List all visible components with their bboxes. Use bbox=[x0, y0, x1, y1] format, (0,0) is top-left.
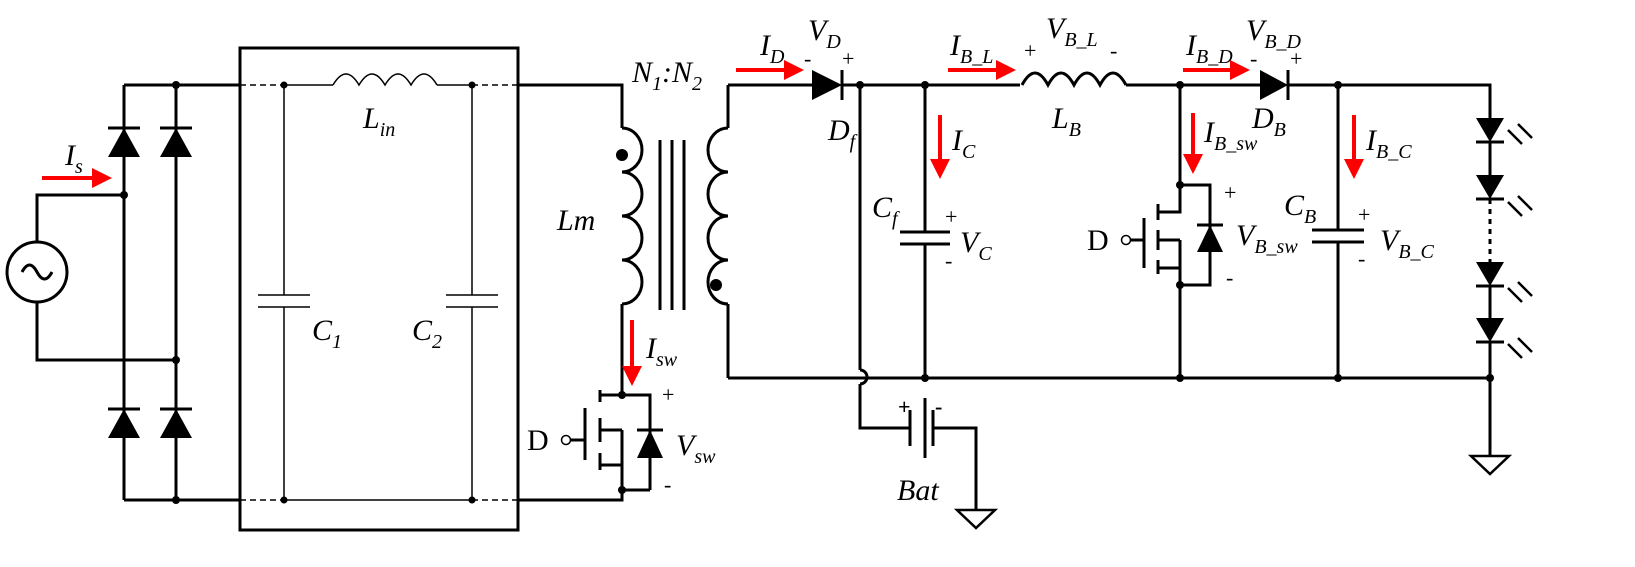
label-CB: CB bbox=[1284, 189, 1316, 228]
label-D-primary: D bbox=[527, 424, 549, 457]
label-C2: C2 bbox=[412, 314, 442, 353]
capacitor-icon bbox=[446, 294, 498, 308]
mosfet-icon bbox=[560, 390, 663, 494]
label-IBL: IB_L bbox=[949, 29, 993, 68]
label-C1: C1 bbox=[312, 314, 342, 353]
diode-icon bbox=[108, 126, 140, 157]
sign-Bat-plus: + bbox=[898, 394, 911, 419]
label-Vsw: Vsw bbox=[676, 429, 716, 468]
sign-VC-plus: + bbox=[945, 204, 957, 229]
diode-icon bbox=[160, 407, 192, 438]
label-Is: Is bbox=[64, 139, 83, 178]
emi-filter-box bbox=[238, 46, 520, 532]
diode-icon bbox=[812, 70, 844, 100]
inductor-icon bbox=[332, 73, 438, 87]
ground-icon bbox=[1467, 454, 1513, 476]
label-VC: VC bbox=[960, 226, 992, 265]
sign-Vsw-plus: + bbox=[662, 382, 674, 407]
label-Lm: Lm bbox=[556, 204, 595, 237]
label-Cf: Cf bbox=[872, 191, 900, 230]
led-string bbox=[1476, 118, 1533, 456]
led-icon bbox=[1476, 262, 1533, 303]
sign-VD-minus: - bbox=[804, 46, 811, 71]
label-Bat: Bat bbox=[897, 474, 939, 507]
label-IBC: IB_C bbox=[1365, 124, 1412, 163]
capacitor-icon bbox=[258, 294, 310, 308]
label-ID: ID bbox=[759, 29, 785, 68]
label-LB: LB bbox=[1051, 102, 1081, 141]
label-IBD: IB_D bbox=[1185, 29, 1233, 68]
sign-VBC-minus: - bbox=[1358, 246, 1365, 271]
ground-icon bbox=[953, 508, 999, 530]
sign-VBL-plus: + bbox=[1024, 38, 1036, 63]
label-VBD: VB_D bbox=[1246, 14, 1302, 53]
label-VBsw: VB_sw bbox=[1236, 219, 1298, 258]
label-Lin: Lin bbox=[362, 102, 395, 141]
sign-VBsw-plus: + bbox=[1224, 180, 1236, 205]
sign-VC-minus: - bbox=[945, 248, 952, 273]
label-IBsw: IB_sw bbox=[1203, 116, 1258, 155]
sign-VD-plus: + bbox=[842, 46, 854, 71]
battery-icon bbox=[908, 398, 935, 458]
led-icon bbox=[1476, 175, 1533, 217]
sign-VBD-plus: + bbox=[1290, 46, 1302, 71]
label-DB: DB bbox=[1251, 102, 1286, 141]
sign-Bat-minus: - bbox=[935, 394, 942, 419]
label-VBC: VB_C bbox=[1380, 224, 1435, 263]
sign-Vsw-minus: - bbox=[664, 472, 671, 497]
led-icon bbox=[1476, 118, 1533, 145]
sign-VBC-plus: + bbox=[1358, 202, 1370, 227]
capacitor-icon bbox=[1312, 228, 1364, 244]
diode-icon bbox=[1260, 70, 1290, 100]
mosfet-icon bbox=[1120, 181, 1223, 289]
led-icon bbox=[1476, 318, 1533, 359]
label-ratio: N1:N2 bbox=[631, 56, 702, 95]
sign-VBsw-minus: - bbox=[1226, 265, 1233, 290]
capacitor-icon bbox=[900, 230, 950, 246]
inductor-icon bbox=[1020, 71, 1128, 89]
label-Isw: Isw bbox=[645, 332, 678, 371]
label-VBL: VB_L bbox=[1046, 12, 1098, 51]
label-D-boost: D bbox=[1087, 224, 1109, 257]
transformer-icon bbox=[518, 83, 730, 395]
ac-source-icon bbox=[5, 193, 124, 362]
label-IC: IC bbox=[951, 124, 976, 163]
diode-icon bbox=[108, 407, 140, 438]
label-Df: Df bbox=[827, 114, 858, 153]
diode-icon bbox=[160, 126, 192, 157]
sign-VBL-minus: - bbox=[1110, 38, 1117, 63]
sign-VBD-minus: - bbox=[1250, 46, 1257, 71]
label-VD: VD bbox=[808, 14, 841, 53]
bridge-rectifier bbox=[108, 81, 240, 504]
